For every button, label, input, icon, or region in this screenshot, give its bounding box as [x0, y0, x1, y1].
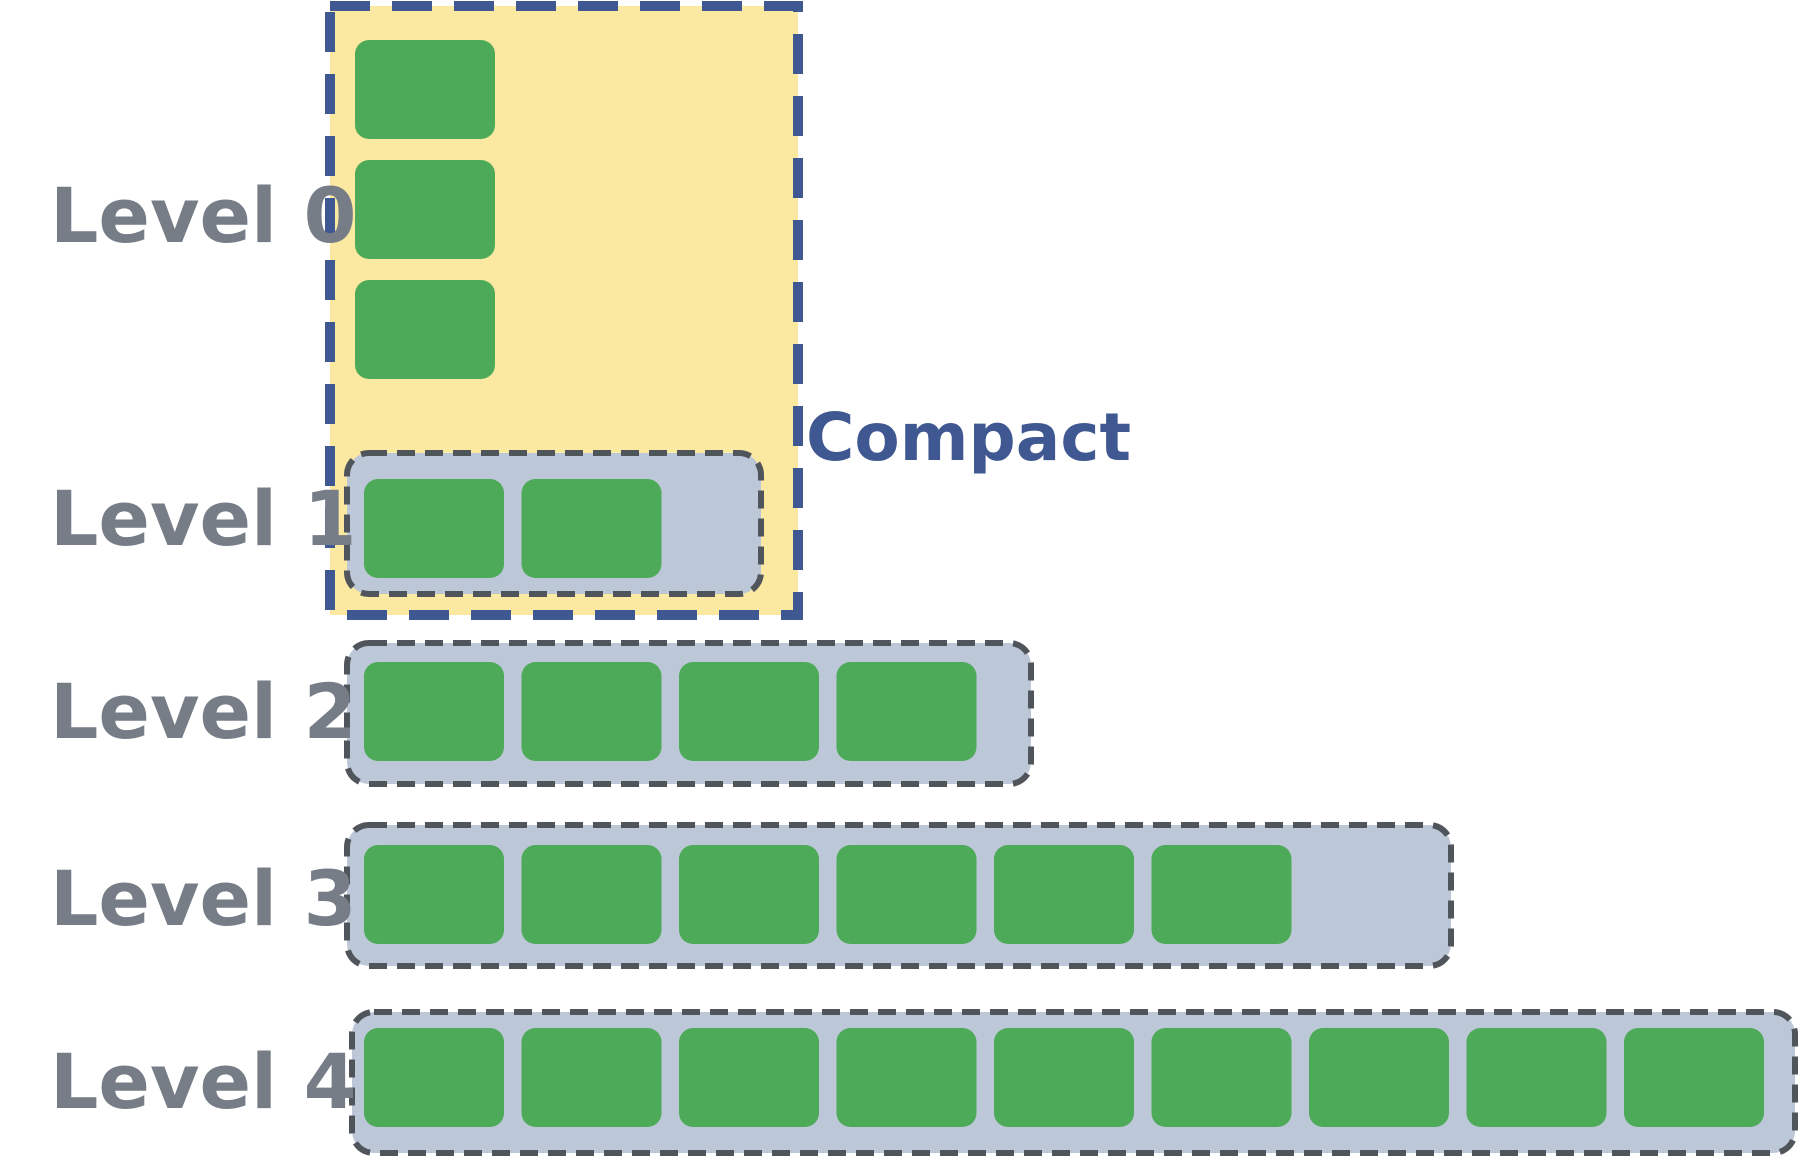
- level-0-block: [355, 160, 495, 259]
- level-0-label: Level 0: [50, 171, 356, 260]
- level-4-block: [994, 1028, 1134, 1127]
- level-3-block: [679, 845, 819, 944]
- compact-label: Compact: [806, 399, 1131, 476]
- level-3-label: Level 3: [50, 854, 356, 943]
- level-1-block: [364, 479, 504, 578]
- level-4-label: Level 4: [50, 1037, 356, 1126]
- level-4-block: [364, 1028, 504, 1127]
- level-4-block: [1151, 1028, 1292, 1127]
- level-4-block: [1624, 1028, 1764, 1127]
- level-4-block: [1309, 1028, 1449, 1127]
- level-2-block: [679, 662, 819, 761]
- level-2-block: [521, 662, 662, 761]
- level-0-block: [355, 40, 495, 139]
- level-2-block: [364, 662, 504, 761]
- level-4-block: [679, 1028, 819, 1127]
- level-1-label: Level 1: [50, 474, 356, 563]
- level-4-block: [836, 1028, 977, 1127]
- level-4-block: [521, 1028, 662, 1127]
- sstable-blocks: [355, 40, 1764, 1127]
- level-0-block: [355, 280, 495, 379]
- level-3-block: [364, 845, 504, 944]
- level-2-label: Level 2: [50, 667, 356, 756]
- level-1-block: [521, 479, 662, 578]
- level-2-block: [836, 662, 977, 761]
- level-3-block: [836, 845, 977, 944]
- level-3-block: [1151, 845, 1292, 944]
- level-4-block: [1466, 1028, 1607, 1127]
- level-3-block: [994, 845, 1134, 944]
- level-3-block: [521, 845, 662, 944]
